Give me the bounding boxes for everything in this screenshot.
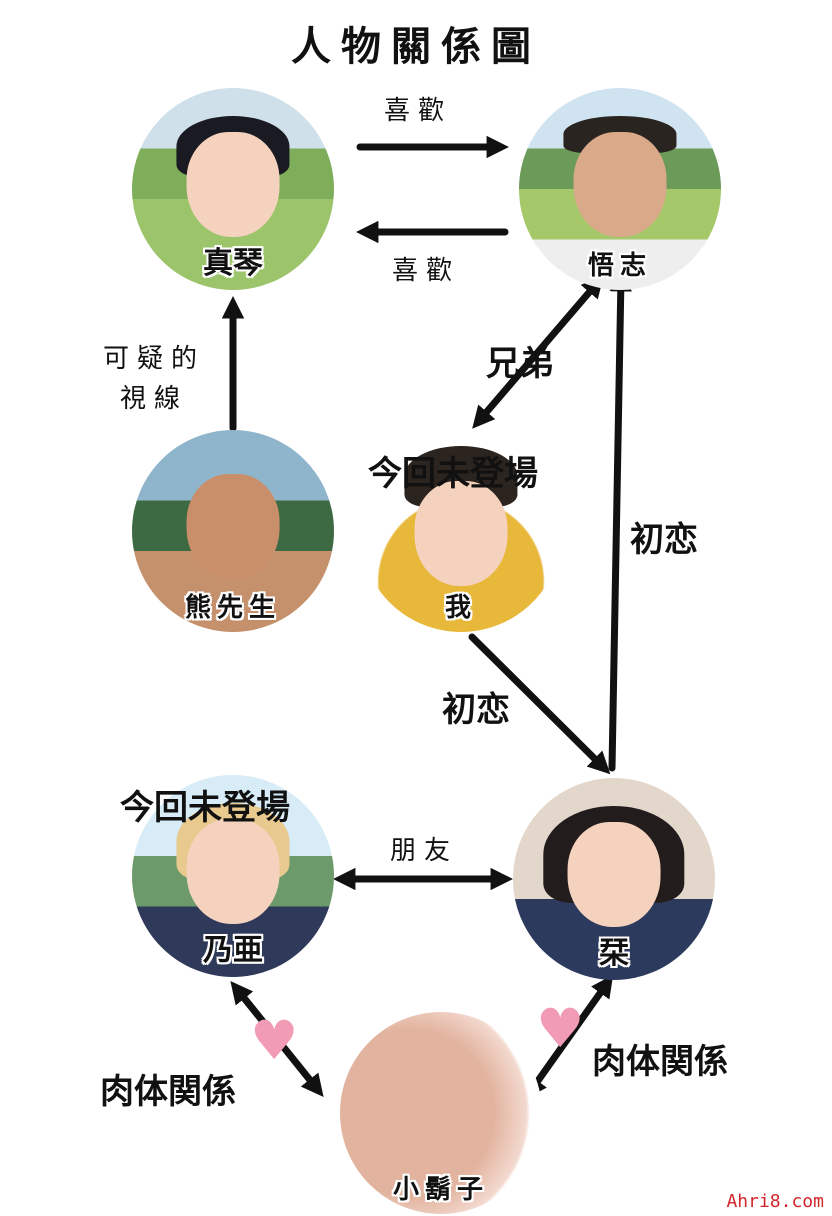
name-makoto: 真琴 <box>203 246 263 281</box>
character-makoto: 真琴 <box>132 88 334 290</box>
label-suspicious-gaze-1: 可疑的 <box>103 344 206 374</box>
arrow-noa-higeko <box>230 981 324 1097</box>
character-me: 我 <box>360 430 562 632</box>
label-likes-1: 喜歡 <box>384 96 453 126</box>
label-friends: 朋友 <box>390 836 459 866</box>
label-first-love-satoshi: 初恋 <box>630 520 698 560</box>
heart-icon-right: ♥ <box>536 997 585 1060</box>
name-higeko: 小鬍子 <box>392 1175 489 1205</box>
label-likes-2: 喜歡 <box>392 256 461 286</box>
character-satoshi: 悟志 <box>519 88 721 290</box>
label-brothers: 兄弟 <box>486 344 554 384</box>
name-me: 我 <box>444 593 477 623</box>
label-first-love-me: 初恋 <box>442 690 510 730</box>
diagram-title: 人物關係圖 <box>291 23 541 70</box>
character-higeko: 小鬍子 <box>340 1012 542 1214</box>
arrow-shiori-to-satoshi <box>608 269 632 772</box>
note-noa-absent: 今回未登場 <box>120 788 290 828</box>
arrow-me-to-shiori <box>468 633 611 775</box>
name-noa: 乃亜 <box>203 933 263 968</box>
character-kuma: 熊先生 <box>132 430 334 632</box>
character-shiori: 栞 <box>513 778 715 980</box>
name-satoshi: 悟志 <box>587 251 652 281</box>
label-physical-left: 肉体関係 <box>100 1072 236 1112</box>
label-physical-right: 肉体関係 <box>592 1042 728 1082</box>
arrow-shiori-higeko <box>524 974 614 1100</box>
label-suspicious-gaze-2: 視線 <box>120 384 189 414</box>
heart-icon-left: ♥ <box>250 1009 299 1072</box>
note-me-absent: 今回未登場 <box>368 454 538 494</box>
arrow-brothers <box>472 275 604 429</box>
name-shiori: 栞 <box>599 936 629 971</box>
watermark: Ahri8.com <box>726 1191 824 1212</box>
character-noa: 乃亜 <box>132 775 334 977</box>
name-kuma: 熊先生 <box>184 593 281 623</box>
